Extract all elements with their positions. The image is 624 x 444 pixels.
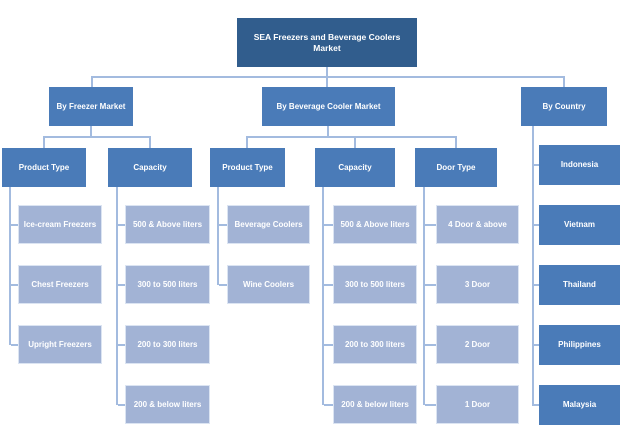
node-chest-freezers: Chest Freezers xyxy=(18,265,102,304)
connector-line xyxy=(425,344,436,346)
connector-line xyxy=(9,187,11,345)
connector-line xyxy=(532,126,534,406)
connector-line xyxy=(534,164,539,166)
connector-line xyxy=(118,224,125,226)
connector-line xyxy=(534,284,539,286)
connector-line xyxy=(219,224,227,226)
node-vietnam: Vietnam xyxy=(539,205,620,245)
connector-line xyxy=(534,344,539,346)
connector-line xyxy=(149,138,151,148)
connector-line xyxy=(425,284,436,286)
node-beverage-200-300-liters: 200 to 300 liters xyxy=(333,325,417,364)
connector-line xyxy=(246,138,248,148)
node-beverage-coolers: Beverage Coolers xyxy=(227,205,310,244)
node-by-country: By Country xyxy=(521,87,607,126)
node-upright-freezers: Upright Freezers xyxy=(18,325,102,364)
node-ice-cream-freezers: Ice-cream Freezers xyxy=(18,205,102,244)
node-thailand: Thailand xyxy=(539,265,620,305)
connector-line xyxy=(563,76,565,87)
node-by-freezer-market: By Freezer Market xyxy=(49,87,133,126)
connector-line xyxy=(423,187,425,405)
connector-line xyxy=(43,138,45,148)
node-2-door: 2 Door xyxy=(436,325,519,364)
connector-line xyxy=(327,126,329,137)
connector-line xyxy=(43,136,151,138)
connector-line xyxy=(91,76,565,78)
connector-line xyxy=(354,138,356,148)
node-by-beverage-cooler-market: By Beverage Cooler Market xyxy=(262,87,395,126)
connector-line xyxy=(11,344,18,346)
connector-line xyxy=(246,136,457,138)
node-beverage-capacity: Capacity xyxy=(315,148,395,187)
connector-line xyxy=(425,404,436,406)
connector-line xyxy=(534,224,539,226)
node-wine-coolers: Wine Coolers xyxy=(227,265,310,304)
node-freezer-200-below-liters: 200 & below liters xyxy=(125,385,210,424)
node-beverage-300-500-liters: 300 to 500 liters xyxy=(333,265,417,304)
connector-line xyxy=(324,224,333,226)
node-philippines: Philippines xyxy=(539,325,620,365)
connector-line xyxy=(91,76,93,87)
node-freezer-product-type: Product Type xyxy=(2,148,86,187)
connector-line xyxy=(116,187,118,405)
node-beverage-200-below-liters: 200 & below liters xyxy=(333,385,417,424)
connector-line xyxy=(324,344,333,346)
connector-line xyxy=(322,187,324,405)
connector-line xyxy=(118,404,125,406)
node-freezer-500-above-liters: 500 & Above liters xyxy=(125,205,210,244)
node-beverage-500-above-liters: 500 & Above liters xyxy=(333,205,417,244)
node-indonesia: Indonesia xyxy=(539,145,620,185)
node-4-door-above: 4 Door & above xyxy=(436,205,519,244)
connector-line xyxy=(118,344,125,346)
node-freezer-200-300-liters: 200 to 300 liters xyxy=(125,325,210,364)
connector-line xyxy=(425,224,436,226)
node-beverage-product-type: Product Type xyxy=(210,148,285,187)
connector-line xyxy=(118,284,125,286)
connector-line xyxy=(217,187,219,285)
node-beverage-door-type: Door Type xyxy=(415,148,497,187)
connector-line xyxy=(455,138,457,148)
node-3-door: 3 Door xyxy=(436,265,519,304)
connector-line xyxy=(90,126,92,137)
node-root: SEA Freezers and Beverage Coolers Market xyxy=(237,18,417,67)
connector-line xyxy=(324,284,333,286)
connector-line xyxy=(534,404,539,406)
node-freezer-capacity: Capacity xyxy=(108,148,192,187)
connector-line xyxy=(11,224,18,226)
node-freezer-300-500-liters: 300 to 500 liters xyxy=(125,265,210,304)
node-1-door: 1 Door xyxy=(436,385,519,424)
connector-line xyxy=(219,284,227,286)
connector-line xyxy=(11,284,18,286)
node-malaysia: Malaysia xyxy=(539,385,620,425)
connector-line xyxy=(324,404,333,406)
